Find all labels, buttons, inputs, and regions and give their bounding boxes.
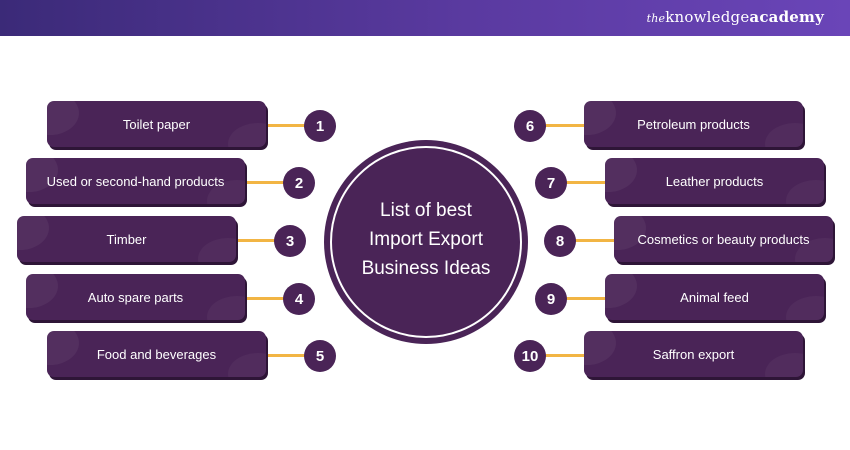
idea-card-6: Petroleum products — [584, 101, 803, 147]
idea-label-8: Cosmetics or beauty products — [637, 231, 810, 247]
idea-label-10: Saffron export — [652, 346, 735, 362]
center-circle: List of best Import Export Business Idea… — [324, 140, 528, 344]
idea-number-1: 1 — [304, 110, 336, 142]
idea-card-9: Animal feed — [605, 274, 824, 320]
idea-number-3: 3 — [274, 225, 306, 257]
center-inner-ring — [330, 146, 522, 338]
connector-3 — [235, 239, 279, 242]
idea-card-4: Auto spare parts — [26, 274, 245, 320]
connector-6 — [542, 124, 586, 127]
connector-7 — [563, 181, 607, 184]
connector-5 — [265, 354, 309, 357]
brand-prefix: the — [646, 12, 666, 25]
header-bar: theknowledgeacademy — [0, 0, 850, 36]
idea-label-3: Timber — [106, 231, 147, 247]
idea-number-5: 5 — [304, 340, 336, 372]
center-title: List of best Import Export Business Idea… — [338, 196, 514, 283]
brand-logo: theknowledgeacademy — [647, 8, 824, 26]
idea-label-9: Animal feed — [680, 289, 749, 305]
brand-suffix: academy — [749, 8, 824, 26]
idea-card-5: Food and beverages — [47, 331, 266, 377]
connector-8 — [572, 239, 616, 242]
idea-number-6: 6 — [514, 110, 546, 142]
idea-number-9: 9 — [535, 283, 567, 315]
idea-card-3: Timber — [17, 216, 236, 262]
idea-card-1: Toilet paper — [47, 101, 266, 147]
idea-number-4: 4 — [283, 283, 315, 315]
idea-label-4: Auto spare parts — [87, 289, 184, 305]
idea-card-2: Used or second-hand products — [26, 158, 245, 204]
center-title-line-2: Import Export — [368, 229, 484, 250]
idea-label-2: Used or second-hand products — [46, 173, 225, 189]
idea-number-2: 2 — [283, 167, 315, 199]
idea-card-7: Leather products — [605, 158, 824, 204]
idea-number-8: 8 — [544, 225, 576, 257]
connector-2 — [244, 181, 288, 184]
idea-label-5: Food and beverages — [96, 346, 217, 362]
center-title-line-3: Business Ideas — [361, 258, 491, 279]
connector-10 — [542, 354, 586, 357]
connector-4 — [244, 297, 288, 300]
center-title-line-1: List of best — [380, 200, 472, 221]
connector-1 — [265, 124, 309, 127]
connector-9 — [563, 297, 607, 300]
idea-label-6: Petroleum products — [637, 116, 750, 132]
idea-card-8: Cosmetics or beauty products — [614, 216, 833, 262]
idea-card-10: Saffron export — [584, 331, 803, 377]
brand-name: knowledge — [665, 8, 750, 26]
idea-label-1: Toilet paper — [122, 116, 191, 132]
idea-label-7: Leather products — [665, 173, 764, 189]
idea-number-7: 7 — [535, 167, 567, 199]
idea-number-10: 10 — [514, 340, 546, 372]
